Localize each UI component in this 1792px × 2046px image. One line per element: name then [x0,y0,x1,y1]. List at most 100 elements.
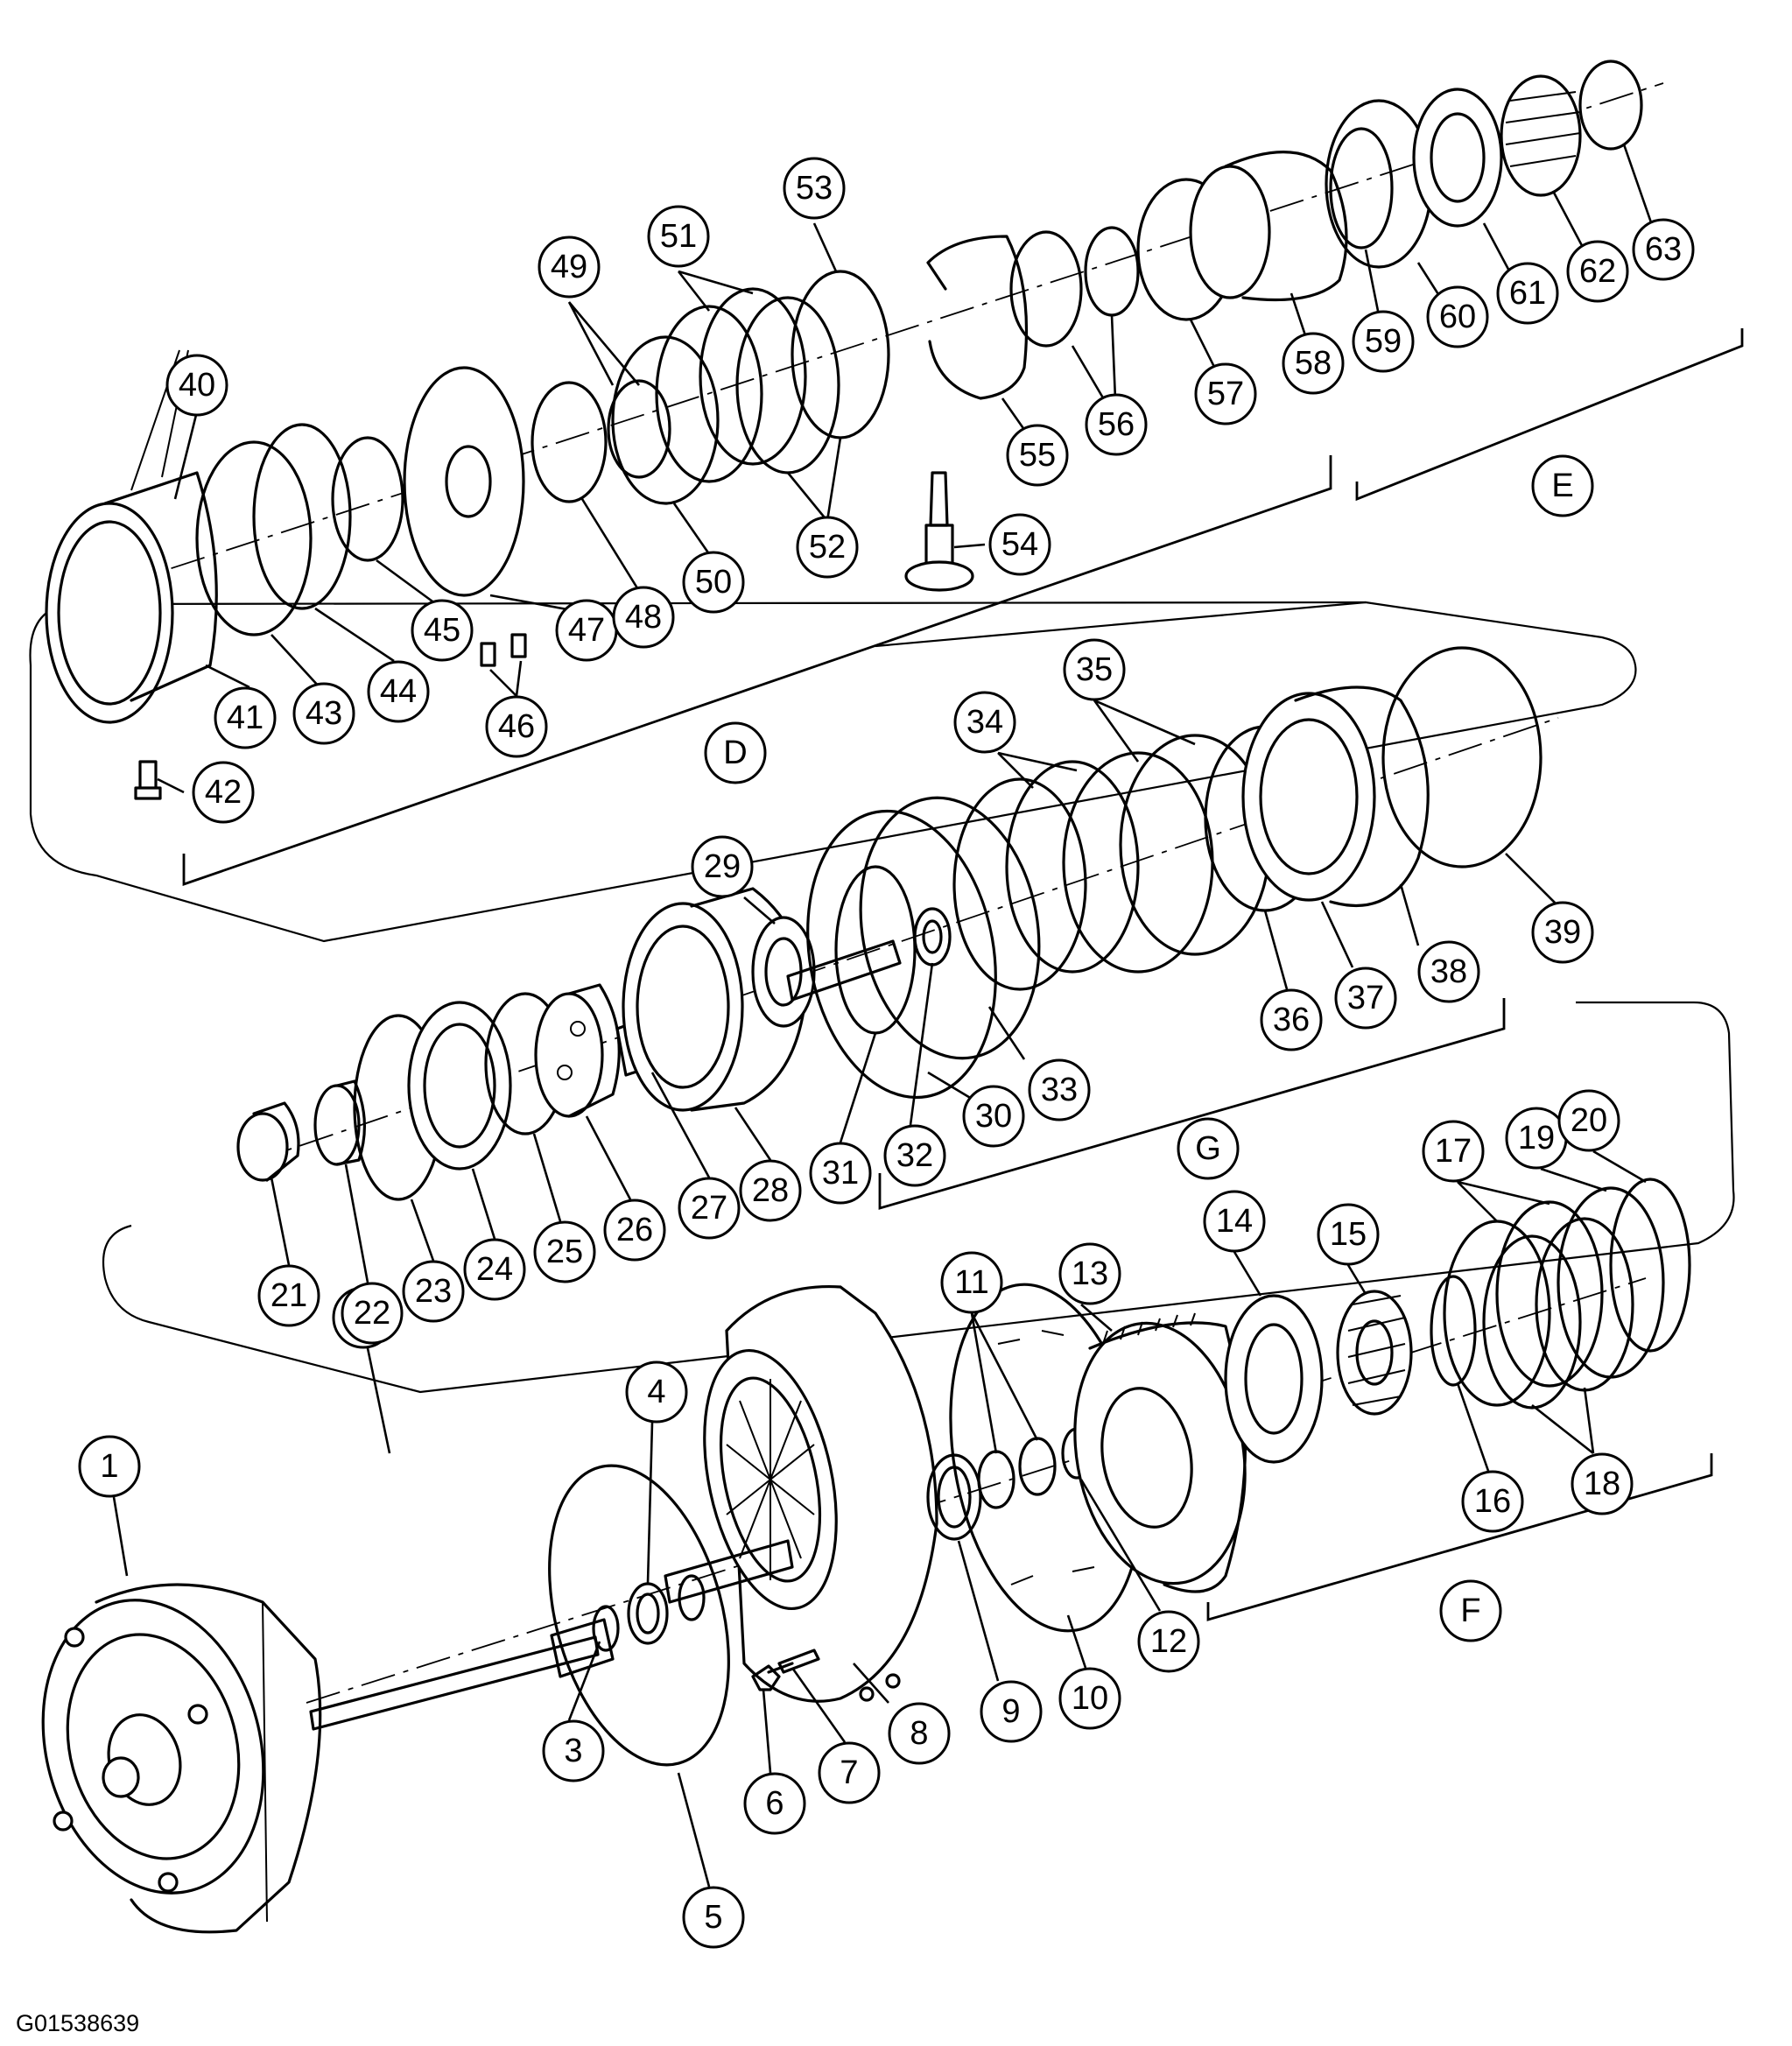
svg-text:26: 26 [616,1212,653,1248]
group-label-g: G [1177,1117,1240,1180]
callout-56: 56 [1085,393,1148,456]
svg-text:37: 37 [1347,980,1384,1016]
svg-text:13: 13 [1072,1255,1108,1292]
svg-text:63: 63 [1645,231,1682,268]
piston-14-inner [1244,1323,1304,1435]
pressure-plate-19 [1557,1186,1665,1379]
svg-text:53: 53 [796,170,833,207]
callout-40: 40 [165,354,228,417]
spring-assembly-15 [1336,1290,1413,1416]
race-56a [1009,230,1083,348]
callout-15: 15 [1317,1203,1380,1266]
callout-48: 48 [612,586,675,649]
callout-43: 43 [292,682,355,745]
callout-58: 58 [1282,332,1345,395]
svg-text:12: 12 [1150,1623,1187,1660]
cover-47 [403,366,525,597]
axis-lower [306,1277,1647,1704]
svg-text:E: E [1551,468,1573,504]
drum-58 [1189,151,1348,302]
svg-text:10: 10 [1072,1680,1108,1717]
plate-51a [655,305,763,483]
svg-text:59: 59 [1365,323,1402,360]
svg-text:41: 41 [227,700,264,736]
input-shaft [309,1618,615,1731]
callout-18: 18 [1571,1452,1634,1515]
svg-text:F: F [1460,1593,1480,1629]
svg-text:34: 34 [966,704,1003,741]
callout-4: 4 [625,1360,688,1424]
piston-14 [1224,1294,1324,1464]
callout-11: 11 [940,1251,1003,1314]
ring-43 [195,440,313,636]
svg-text:17: 17 [1435,1133,1472,1170]
svg-text:8: 8 [910,1715,928,1752]
svg-text:3: 3 [564,1733,582,1769]
callout-21: 21 [257,1264,320,1327]
callout-33: 33 [1028,1058,1091,1121]
plate-52 [735,296,840,475]
callout-46: 46 [485,695,548,758]
svg-text:24: 24 [476,1251,513,1288]
ring-49 [607,379,671,479]
gasket-10-holes [997,1330,1095,1585]
callout-36: 36 [1260,988,1323,1051]
axis-upper [60,82,1664,605]
svg-text:29: 29 [704,848,741,885]
seal-3 [592,1605,620,1652]
svg-text:56: 56 [1098,406,1135,443]
bushing-4-inner [636,1593,660,1635]
svg-text:18: 18 [1584,1466,1620,1502]
callout-12: 12 [1137,1610,1200,1673]
svg-text:51: 51 [660,218,697,255]
snap-ring-16 [1430,1275,1477,1387]
race-22 [313,1084,361,1166]
callout-5: 5 [682,1886,745,1949]
callout-19: 19 [1505,1107,1568,1170]
callout-32: 32 [883,1124,946,1187]
svg-text:5: 5 [704,1899,722,1936]
callout-63: 63 [1632,218,1695,281]
ring-44 [252,423,352,610]
callout-62: 62 [1566,240,1629,303]
callout-45: 45 [411,599,474,662]
svg-text:57: 57 [1207,376,1244,412]
needle-bearing-21 [236,1112,289,1182]
friction-plate-34a [952,777,1087,991]
callout-13: 13 [1058,1242,1121,1305]
svg-text:14: 14 [1216,1203,1253,1240]
shaft-middle [786,939,902,1002]
friction-plate-34b [1005,760,1140,974]
svg-text:20: 20 [1571,1102,1607,1139]
callout-20: 20 [1557,1089,1620,1152]
svg-text:47: 47 [568,612,605,649]
race-56b [1084,226,1140,317]
hub-61-inner [1430,112,1486,203]
svg-text:11: 11 [954,1264,988,1301]
callout-26: 26 [603,1199,666,1262]
callout-60: 60 [1426,285,1489,348]
callout-59: 59 [1352,310,1415,373]
callout-23: 23 [402,1260,465,1323]
group-d-outline [29,601,1637,943]
plate-50 [611,335,720,505]
callout-3: 3 [542,1719,605,1782]
svg-text:D: D [723,735,747,771]
callout-24: 24 [463,1238,526,1301]
cover-47-hub [445,445,492,518]
callout-25: 25 [533,1220,596,1283]
svg-text:36: 36 [1273,1002,1310,1038]
callout-22: 22 [341,1282,404,1345]
group-brackets [182,328,1744,1621]
svg-text:49: 49 [551,249,587,285]
bracket-g [878,998,1506,1210]
callout-27: 27 [678,1177,741,1240]
bolt-42 [134,760,162,800]
callout-14: 14 [1203,1190,1266,1253]
callout-42: 42 [192,761,255,824]
ring-59 [1329,127,1394,250]
svg-text:33: 33 [1041,1072,1078,1108]
callout-10: 10 [1058,1667,1121,1730]
svg-text:61: 61 [1509,275,1546,312]
